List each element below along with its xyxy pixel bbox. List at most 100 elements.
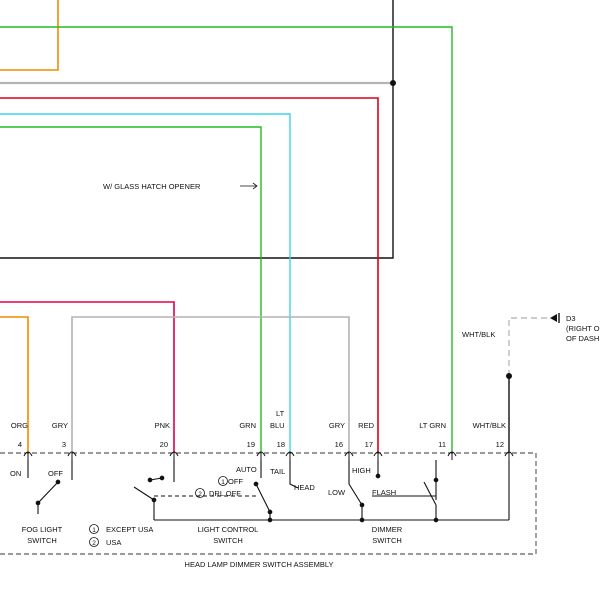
dimmer-flash-contact [433, 477, 439, 483]
pin-wire-label: ORG [11, 421, 28, 430]
head-label: HEAD [294, 483, 315, 492]
switch-circuits [27, 460, 510, 523]
pin-18: LT BLU 18 [270, 409, 285, 449]
lc-pivot [151, 497, 157, 503]
d3-label-3: OF DASH [566, 334, 599, 343]
tail-label: TAIL [270, 467, 285, 476]
light-control-lines [133, 460, 509, 521]
pin-terminal-3 [67, 451, 77, 460]
ground-junction-1 [267, 517, 273, 523]
assembly-label: HEAD LAMP DIMMER SWITCH ASSEMBLY [185, 560, 334, 569]
lc-head-contact [267, 509, 273, 515]
wire-red [0, 97, 379, 453]
wire-cyan [0, 113, 291, 453]
low-label: LOW [328, 488, 346, 497]
dimmer-pivot [359, 502, 365, 508]
pin-terminal-12 [504, 451, 514, 460]
pin-11: LT GRN 11 [419, 421, 446, 449]
pin-wire-label: GRY [329, 421, 345, 430]
pin-wire-label: GRN [239, 421, 256, 430]
legend-num-2: 2 [92, 540, 96, 547]
pin-wire-label: LT GRN [419, 421, 446, 430]
wire-black-frame [0, 0, 394, 259]
footnote-legend: 1 EXCEPT USA 2 USA 1 2 [89, 476, 228, 547]
lc-tail-contact [253, 481, 259, 487]
pin-number: 11 [438, 440, 446, 449]
ground-junction-3 [433, 517, 439, 523]
fog-off-label: OFF [48, 469, 63, 478]
fog-switch-pivot [35, 500, 41, 506]
pin-16: GRY 16 [329, 421, 345, 449]
pin-number: 16 [335, 440, 343, 449]
pin-number: 4 [18, 440, 22, 449]
connector-pins: ORG 4 GRY 3 PNK 20 GRN 19 LT BLU 18 GRY … [11, 409, 506, 449]
wire-gray-lower [71, 316, 350, 453]
pin-number: 12 [496, 440, 504, 449]
fog-switch-lines [27, 460, 73, 514]
pin-number: 19 [247, 440, 255, 449]
lower-wires: D3 (RIGHT O OF DASH WHT/BLK [0, 301, 600, 453]
pin-wire-label: WHT/BLK [473, 421, 506, 430]
assembly-box [0, 452, 537, 555]
pin-terminal-19 [256, 451, 266, 460]
pin-17: RED 17 [358, 421, 374, 449]
light-control-name-2: SWITCH [213, 536, 243, 545]
wht-blk-upper-label: WHT/BLK [462, 330, 495, 339]
wire-green-grn [0, 126, 262, 453]
d3-label-2: (RIGHT O [566, 324, 600, 333]
high-label: HIGH [352, 466, 371, 475]
pin-terminal-17 [373, 451, 383, 460]
pin-number: 18 [277, 440, 285, 449]
off-label: OFF [228, 477, 243, 486]
dimmer-high-contact [375, 473, 381, 479]
pin-wire-label-2: BLU [270, 421, 285, 430]
pin-terminal-16 [344, 451, 354, 460]
pin-number: 17 [365, 440, 373, 449]
upper-wires: W/ GLASS HATCH OPENER [0, 0, 453, 453]
lc-contact-2 [159, 475, 165, 481]
ground-junction-2 [359, 517, 365, 523]
wire-pink [0, 301, 175, 453]
legend-text-1: EXCEPT USA [106, 525, 153, 534]
flash-label: FLASH [372, 488, 396, 497]
pin-terminal-11 [447, 451, 457, 460]
wire-wht-blk-dashed [508, 317, 550, 376]
auto-label: AUTO [236, 465, 257, 474]
wire-green-long [0, 26, 453, 453]
switch-labels: ON OFF FOG LIGHT SWITCH AUTO TAIL HEAD O… [10, 465, 403, 545]
glass-hatch-arrow [240, 182, 258, 190]
lc-contact-1 [147, 477, 153, 483]
pin-wire-label: LT [276, 409, 285, 418]
off-footnote-circle [218, 476, 228, 486]
legend-text-2: USA [106, 538, 121, 547]
dimmer-name: DIMMER [372, 525, 403, 534]
off-footnote-num: 1 [221, 479, 225, 486]
pin-wire-label: PNK [155, 421, 170, 430]
pin-number: 20 [160, 440, 168, 449]
pin-19: GRN 19 [239, 421, 256, 449]
d3-connector-icon [550, 314, 557, 322]
fog-on-label: ON [10, 469, 21, 478]
drl-off-label: DRL OFF [209, 489, 241, 498]
splice-dot [390, 80, 396, 86]
legend-num-1: 1 [92, 527, 96, 534]
pin-4: ORG 4 [11, 421, 28, 449]
pin-12: WHT/BLK 12 [473, 421, 506, 449]
drl-footnote-circle [195, 488, 205, 498]
pin-20: PNK 20 [155, 421, 170, 449]
d3-label: D3 [566, 314, 576, 323]
pin-terminal-4 [23, 451, 33, 460]
wire-orange-top [0, 0, 59, 71]
light-control-name: LIGHT CONTROL [198, 525, 259, 534]
pin-terminal-18 [285, 451, 295, 460]
pin-number: 3 [62, 440, 66, 449]
fog-switch-name-2: SWITCH [27, 536, 57, 545]
wht-blk-splice-dot [506, 373, 512, 379]
dimmer-name-2: SWITCH [372, 536, 402, 545]
legend-circle-2 [89, 537, 99, 547]
pin-3: GRY 3 [52, 421, 68, 449]
glass-hatch-label: W/ GLASS HATCH OPENER [103, 182, 201, 191]
fog-switch-contact [55, 479, 61, 485]
